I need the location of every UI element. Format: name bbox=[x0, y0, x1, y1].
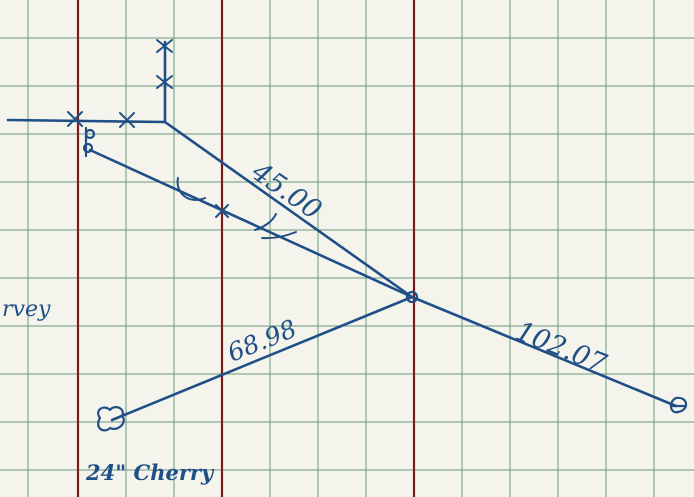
line-tree-to-center bbox=[110, 295, 414, 422]
tick-mark bbox=[67, 111, 83, 127]
tick-mark bbox=[215, 204, 229, 218]
edge-word-label: rvey bbox=[2, 297, 51, 322]
angle-arc bbox=[176, 177, 206, 201]
tick-mark bbox=[156, 75, 173, 89]
east-end-marker-icon bbox=[669, 396, 688, 414]
survey-lines bbox=[6, 40, 678, 422]
tree-icon bbox=[97, 406, 125, 432]
angle-arc bbox=[261, 231, 297, 240]
angle-arc bbox=[254, 213, 277, 231]
markers bbox=[82, 126, 688, 432]
center-point-marker bbox=[405, 290, 419, 304]
tick-mark bbox=[156, 39, 173, 53]
marker-point-bottom bbox=[82, 142, 94, 154]
line-reference-to-center bbox=[163, 120, 414, 299]
angle-marks bbox=[176, 177, 297, 240]
tree-label: 24" Cherry bbox=[85, 460, 215, 485]
tick-mark bbox=[119, 112, 135, 128]
margin-rules bbox=[76, 0, 416, 497]
line-marker-to-center bbox=[88, 148, 414, 299]
tick-marks bbox=[67, 39, 229, 218]
line-center-to-east bbox=[410, 295, 678, 408]
line-horizontal-reference bbox=[6, 118, 167, 124]
